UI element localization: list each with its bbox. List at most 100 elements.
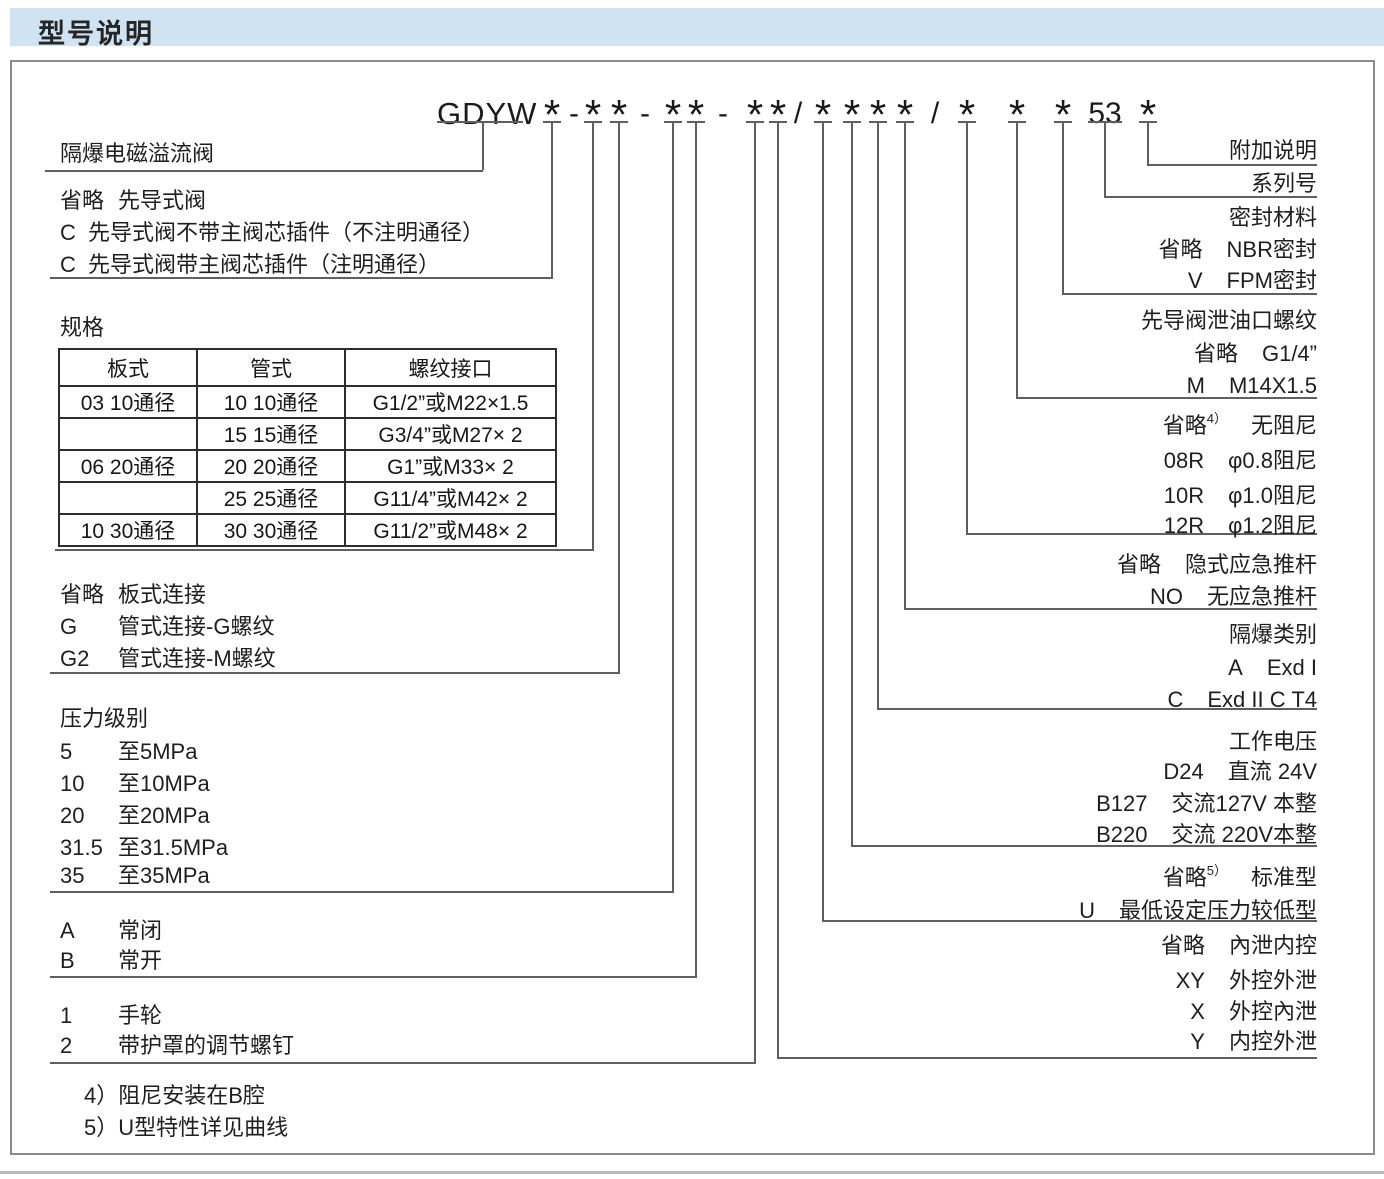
damping-option-row: 省略4） 无阻尼	[1163, 411, 1317, 441]
table-cell: 10 10通径	[196, 385, 346, 419]
pilot-control-option-row: 省略 內泄内控	[1161, 931, 1317, 961]
exd-class-option-row: C Exd II C T4	[1167, 685, 1317, 715]
code-value: D24	[1163, 759, 1204, 784]
code-description: 內泄内控	[1228, 933, 1317, 958]
code-value: 20	[60, 803, 85, 828]
damping-option-row: 10R φ1.0阻尼	[1164, 481, 1317, 511]
code-value: G2	[60, 646, 90, 671]
connector-line	[664, 121, 682, 123]
pilot-control-option-row: Y 内控外泄	[1190, 1027, 1317, 1057]
connector-line	[896, 121, 914, 123]
code-description: 外控外泄	[1228, 968, 1317, 993]
column-header: 螺纹接口	[344, 348, 557, 387]
code-description: 先导式阀带主阀芯插件（注明通径）	[88, 252, 441, 277]
code-value: B	[60, 948, 75, 973]
footnote-marker: 4）	[1206, 410, 1227, 426]
variant-option-row: 省略5） 标准型	[1163, 863, 1317, 893]
code-value: C	[1167, 687, 1184, 712]
table-cell: G1/2”或M22×1.5	[344, 385, 557, 419]
code-value: 10R	[1163, 483, 1205, 508]
section-header-bar: 型号说明	[10, 8, 1384, 49]
code-value: V	[1187, 268, 1203, 293]
code-value: 省略	[1116, 552, 1161, 577]
code-value: X	[1190, 999, 1205, 1024]
code-description: 内控外泄	[1228, 1029, 1317, 1054]
code-description: 板式连接	[118, 582, 207, 607]
connector-line	[869, 121, 887, 123]
code-description: 常开	[118, 948, 163, 973]
model-code-token: *	[843, 91, 861, 138]
code-value: 31.5	[60, 835, 103, 860]
voltage-option-row: B127 交流127V 本整	[1096, 789, 1317, 819]
code-description: 标准型	[1250, 865, 1317, 890]
code-description: 至20MPa	[118, 803, 210, 828]
code-description: 手轮	[118, 1003, 163, 1028]
table-row: 15 15通径 G3/4”或M27× 2	[58, 417, 557, 451]
code-description: M14X1.5	[1228, 373, 1317, 398]
pressure-section-title: 压力级别	[60, 706, 149, 731]
table-cell: 20 20通径	[196, 449, 346, 483]
code-description: 交流 220V本整	[1171, 822, 1318, 847]
connector-line	[814, 121, 832, 123]
footnote: 4）阻尼安装在B腔	[84, 1083, 265, 1108]
code-description: 先导式阀	[118, 188, 207, 213]
model-code-token: *	[896, 91, 914, 138]
connector-line	[904, 123, 906, 608]
valve-name-label: 隔爆电磁溢流阀	[60, 141, 215, 166]
table-cell: G11/2”或M48× 2	[344, 513, 557, 547]
connector-line	[851, 845, 1317, 847]
code-description: 至31.5MPa	[118, 835, 229, 860]
connector-line	[551, 123, 553, 277]
model-code-token: -	[640, 97, 650, 130]
connector-line	[592, 123, 594, 549]
connector-line	[50, 891, 674, 893]
connector-line	[1147, 123, 1149, 164]
code-description: 常闭	[118, 918, 163, 943]
model-code-token: *	[746, 91, 764, 138]
code-description: 至35MPa	[118, 863, 210, 888]
model-code-token: *	[958, 91, 976, 138]
table-cell	[58, 417, 198, 451]
code-description: 直流 24V	[1227, 759, 1317, 784]
pilot-control-option-row: X 外控內泄	[1190, 997, 1317, 1027]
model-code-token: *	[584, 91, 602, 138]
connector-line	[851, 123, 853, 845]
code-description: φ1.2阻尼	[1228, 513, 1317, 538]
code-description: FPM密封	[1226, 268, 1317, 293]
connector-line	[1062, 123, 1064, 293]
connector-line	[746, 121, 764, 123]
connector-line	[769, 121, 787, 123]
code-description: 交流127V 本整	[1171, 791, 1318, 816]
connector-line	[610, 121, 628, 123]
connector-line	[50, 976, 697, 978]
connector-line	[843, 121, 861, 123]
model-code-token: -	[718, 97, 728, 130]
drain-thread-option-row: 省略 G1/4”	[1194, 339, 1317, 369]
connector-line	[695, 123, 697, 976]
model-code-token: *	[1008, 91, 1026, 138]
seal-option-row: 省略 NBR密封	[1159, 235, 1317, 265]
connector-line	[50, 277, 553, 279]
code-value: A	[60, 918, 75, 943]
footnote: 5）U型特性详见曲线	[84, 1115, 289, 1140]
connector-line	[877, 708, 1317, 710]
code-description: 至5MPa	[118, 739, 198, 764]
table-cell: 30 30通径	[196, 513, 346, 547]
table-cell: G1”或M33× 2	[344, 449, 557, 483]
table-cell: G3/4”或M27× 2	[344, 417, 557, 451]
connector-line	[904, 608, 1317, 610]
connector-line	[55, 549, 594, 551]
code-value: U	[1079, 898, 1095, 923]
code-value: 省略4）	[1162, 410, 1227, 438]
connector-line	[1016, 397, 1317, 399]
connector-line	[687, 121, 705, 123]
model-code-token: *	[814, 91, 832, 138]
drain-thread-section-title: 先导阀泄油口螺纹	[1141, 306, 1317, 336]
model-code-token: *	[543, 91, 561, 138]
model-code-token: *	[610, 91, 628, 138]
code-value: A	[1228, 655, 1243, 680]
connector-line	[1054, 121, 1072, 123]
connector-line	[50, 1062, 756, 1064]
series-no-row: 系列号	[1251, 169, 1317, 199]
